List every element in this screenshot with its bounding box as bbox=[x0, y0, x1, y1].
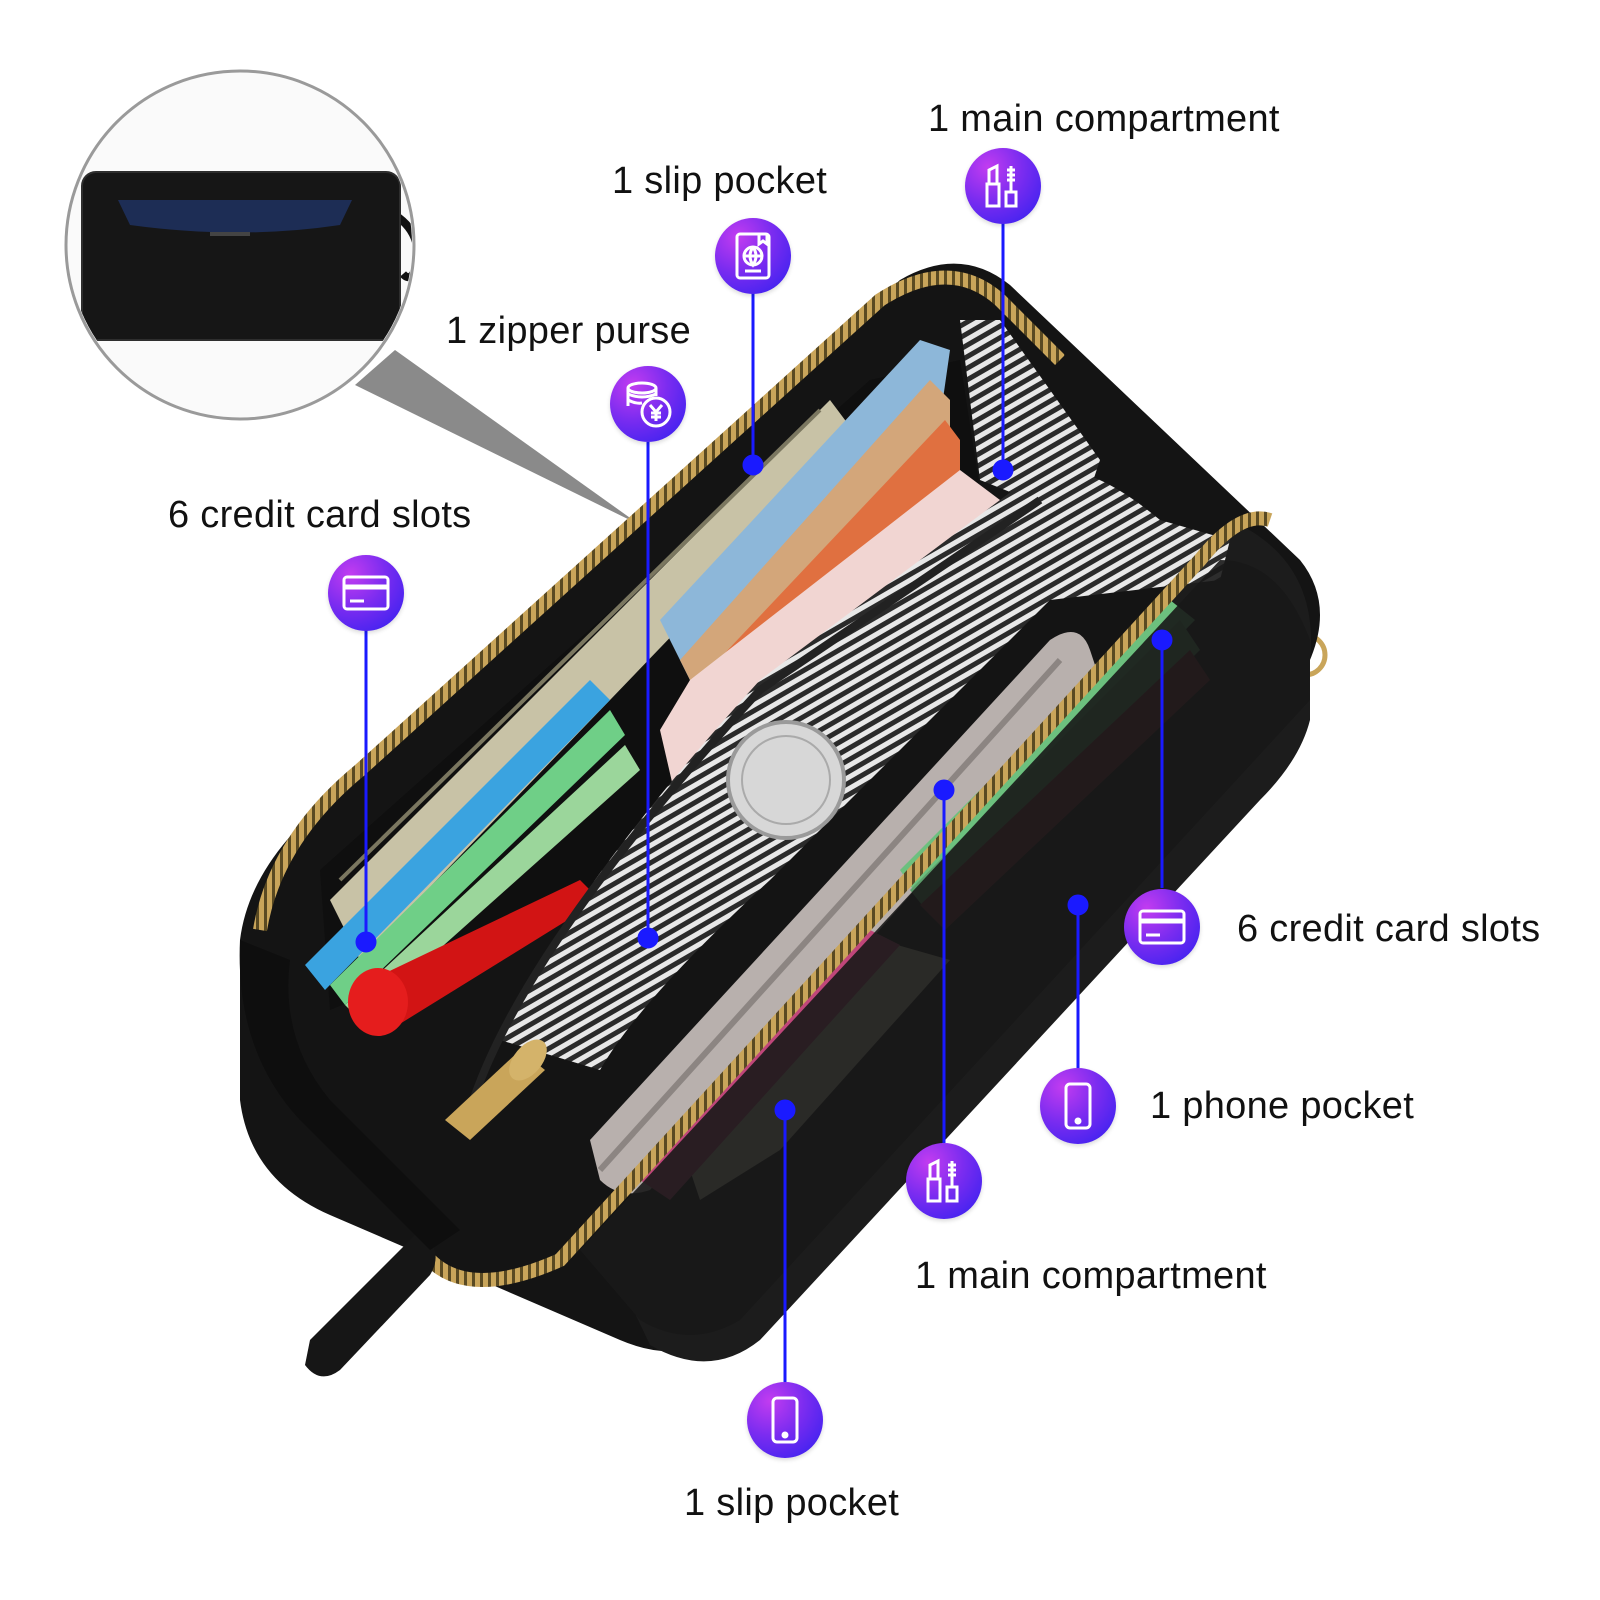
phone-icon bbox=[747, 1382, 823, 1458]
label-credit-card-slots-left: 6 credit card slots bbox=[168, 494, 472, 536]
label-main-compartment-bottom: 1 main compartment bbox=[915, 1255, 1267, 1297]
passport-icon bbox=[715, 218, 791, 294]
label-slip-pocket-top: 1 slip pocket bbox=[612, 160, 828, 202]
credit-card-icon bbox=[1124, 889, 1200, 965]
wallet-body bbox=[239, 263, 1328, 1377]
phone-icon bbox=[1040, 1068, 1116, 1144]
label-phone-pocket: 1 phone pocket bbox=[1150, 1085, 1415, 1127]
lipstick-mascara-icon bbox=[906, 1143, 982, 1219]
inset-wallet-back bbox=[81, 171, 412, 341]
coins-yen-icon bbox=[610, 366, 686, 442]
label-main-compartment-top: 1 main compartment bbox=[928, 98, 1280, 140]
credit-card-icon bbox=[328, 555, 404, 631]
label-credit-card-slots-right: 6 credit card slots bbox=[1237, 908, 1541, 950]
leader-lines bbox=[355, 222, 1173, 1382]
zoom-pointer bbox=[355, 350, 640, 525]
label-slip-pocket-bottom: 1 slip pocket bbox=[684, 1482, 900, 1524]
lipstick-mascara-icon bbox=[965, 148, 1041, 224]
label-zipper-purse: 1 zipper purse bbox=[446, 310, 692, 352]
